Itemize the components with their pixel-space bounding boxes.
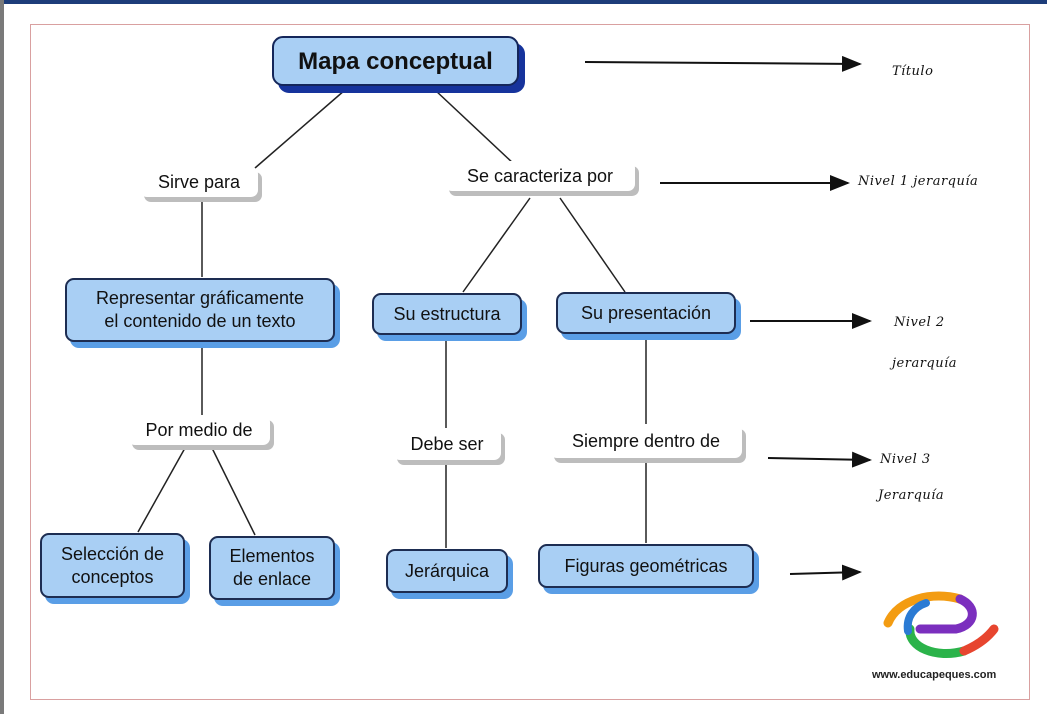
note-titulo: Título (892, 64, 934, 79)
title-node: Mapa conceptual (272, 36, 519, 86)
diagram-frame (30, 24, 1030, 700)
concept-su-estructura-text: Su estructura (393, 303, 501, 324)
arrow-title (584, 55, 862, 72)
concept-jerarquica: Jerárquica (386, 549, 508, 593)
note-nivel-3-line1: Nivel 3 (880, 452, 931, 467)
link-se-caracteriza-por: Se caracteriza por (445, 161, 635, 191)
note-nivel-1: Nivel 1 jerarquía (858, 174, 979, 189)
link-se-caracteriza-por-text: Se caracteriza por (466, 165, 614, 186)
connector-caracteriza-estructura (462, 197, 531, 293)
connector-caracteriza-presentacion (559, 197, 626, 293)
concept-su-presentacion: Su presentación (556, 292, 736, 334)
concept-seleccion-text: Selección de conceptos (60, 543, 165, 587)
note-nivel-2-line1: Nivel 2 (894, 315, 945, 330)
concept-figuras-geometricas: Figuras geométricas (538, 544, 754, 588)
concept-jerarquica-text: Jerárquica (404, 560, 490, 581)
educapeques-logo-icon (883, 591, 999, 659)
link-debe-ser-text: Debe ser (410, 433, 484, 454)
concept-figuras-text: Figuras geométricas (564, 555, 728, 576)
connector-title-sirve (254, 89, 346, 169)
concept-representar-text: Representar gráficamente el contenido de… (95, 288, 305, 331)
link-siempre-dentro-de: Siempre dentro de (550, 424, 742, 458)
note-nivel-2-line2: jerarquía (892, 356, 958, 371)
link-siempre-dentro-de-text: Siempre dentro de (571, 430, 721, 451)
left-border-strip (0, 0, 4, 714)
concept-elementos-de-enlace: Elementos de enlace (209, 536, 335, 600)
top-border-strip (0, 0, 1047, 4)
arrow-level3 (767, 451, 872, 468)
note-nivel-3-line2: Jerarquía (878, 488, 945, 503)
title-text: Mapa conceptual (298, 47, 493, 75)
logo-url-text: www.educapeques.com (872, 669, 997, 681)
connector-title-caracteriza (434, 89, 516, 166)
concept-seleccion-de-conceptos: Selección de conceptos (40, 533, 185, 598)
concept-su-presentacion-text: Su presentación (580, 302, 712, 323)
connector-por-medio-seleccion (137, 447, 186, 533)
link-por-medio-de-text: Por medio de (145, 419, 253, 440)
link-por-medio-de: Por medio de (128, 415, 270, 445)
connector-por-medio-elementos (211, 447, 256, 536)
link-debe-ser: Debe ser (393, 428, 501, 460)
concept-elementos-text: Elementos de enlace (229, 546, 315, 589)
concept-su-estructura: Su estructura (372, 293, 522, 335)
link-sirve-para: Sirve para (140, 167, 258, 197)
link-sirve-para-text: Sirve para (157, 171, 241, 192)
arrow-level4 (789, 564, 862, 581)
concept-representar: Representar gráficamente el contenido de… (65, 278, 335, 342)
